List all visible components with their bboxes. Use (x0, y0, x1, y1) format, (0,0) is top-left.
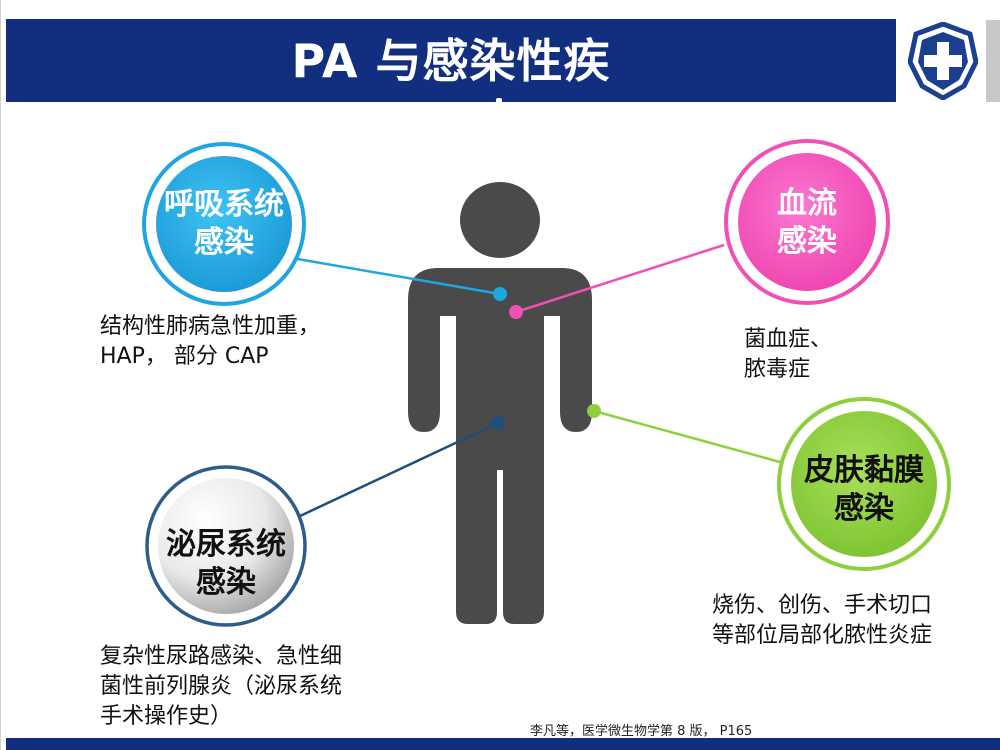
bloodstream-connector (515, 243, 725, 314)
side-scrollbar[interactable] (986, 20, 1000, 102)
respiratory-label: 呼吸系统 感染 (144, 186, 304, 262)
respiratory-circle (142, 142, 306, 306)
page-title: PA 与感染性疾 (291, 34, 611, 88)
skin-label-line1: 皮肤黏膜 (804, 453, 924, 488)
bloodstream-circle (724, 139, 890, 305)
skin-connector (593, 409, 781, 464)
skin-desc-line1: 烧伤、创伤、手术切口 (712, 593, 933, 618)
hospital-cross-logo-icon (908, 22, 978, 100)
bloodstream-label-line1: 血流 (777, 186, 837, 221)
title-overflow-mark (496, 98, 502, 106)
urinary-label-line1: 泌尿系统 (166, 527, 286, 562)
bottom-bar (6, 738, 1000, 750)
bloodstream-label-line2: 感染 (777, 224, 837, 259)
urinary-label: 泌尿系统 感染 (146, 526, 306, 602)
respiratory-dot (493, 287, 507, 301)
bloodstream-description: 菌血症、 脓毒症 (744, 325, 832, 385)
skin-label: 皮肤黏膜 感染 (784, 452, 944, 528)
respiratory-desc-line1: 结构性肺病急性加重， (100, 314, 321, 339)
urinary-description: 复杂性尿路感染、急性细 菌性前列腺炎（泌尿系统 手术操作史） (100, 642, 342, 732)
urinary-desc-line1: 复杂性尿路感染、急性细 (100, 644, 343, 669)
bloodstream-dot (509, 305, 523, 319)
skin-dot (587, 404, 601, 418)
skin-desc-line2: 等部位局部化脓性炎症 (712, 623, 933, 648)
urinary-circle (145, 465, 307, 627)
urinary-connector (299, 421, 499, 518)
bloodstream-desc-line1: 菌血症、 (744, 327, 833, 352)
urinary-dot (491, 416, 505, 430)
human-figure-icon (408, 182, 592, 624)
urinary-desc-line3: 手术操作史） (100, 704, 233, 729)
respiratory-desc-line2: HAP， 部分 CAP (100, 344, 269, 369)
respiratory-connector (262, 251, 501, 296)
respiratory-label-line1: 呼吸系统 (164, 187, 284, 222)
bloodstream-desc-line2: 脓毒症 (744, 357, 811, 382)
page-left-border (0, 0, 5, 750)
skin-description: 烧伤、创伤、手术切口 等部位局部化脓性炎症 (712, 591, 932, 651)
skin-label-line2: 感染 (834, 491, 894, 526)
citation: 李凡等，医学微生物学第 8 版， P165 (530, 724, 753, 739)
respiratory-description: 结构性肺病急性加重， HAP， 部分 CAP (100, 312, 320, 372)
bloodstream-label: 血流 感染 (727, 185, 887, 261)
urinary-label-line2: 感染 (196, 565, 256, 600)
respiratory-label-line2: 感染 (194, 225, 254, 260)
title-bar: PA 与感染性疾 (6, 19, 896, 102)
urinary-desc-line2: 菌性前列腺炎（泌尿系统 (100, 674, 343, 699)
skin-circle (777, 397, 951, 571)
